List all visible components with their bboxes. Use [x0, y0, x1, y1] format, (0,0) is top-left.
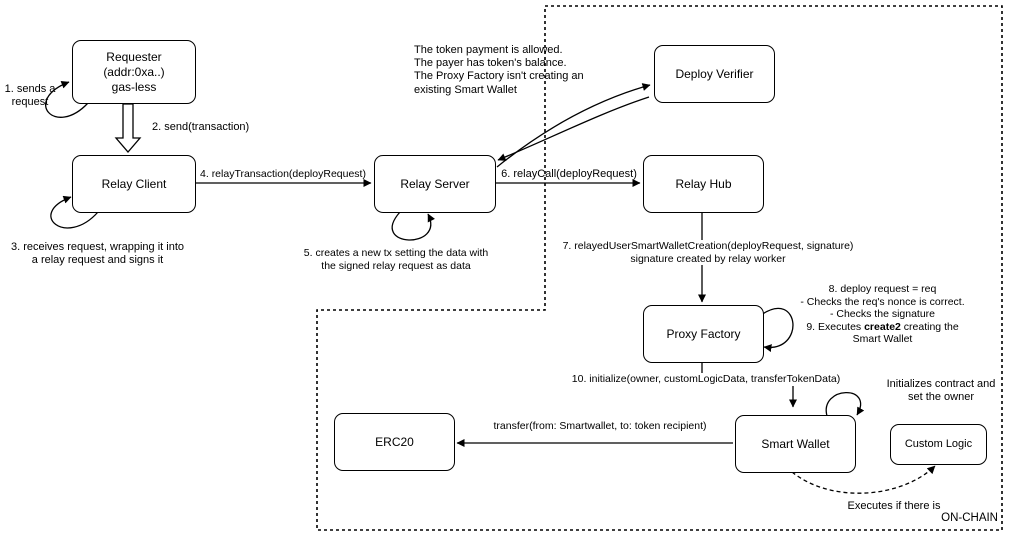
label-step4: 4. relayTransaction(deployRequest)	[200, 168, 366, 180]
proxy-factory-self-loop-arrow	[760, 307, 794, 353]
node-erc20: ERC20	[334, 413, 455, 471]
label-transfer: transfer(from: Smartwallet, to: token re…	[493, 420, 707, 432]
send-transaction-block-arrow	[114, 103, 142, 153]
label-step7: 7. relayedUserSmartWalletCreation(deploy…	[552, 240, 864, 266]
label-step8-step9: 8. deploy request = req - Checks the req…	[785, 283, 980, 346]
node-smart-wallet: Smart Wallet	[735, 415, 856, 473]
label-initializes-note: Initializes contract and set the owner	[886, 378, 996, 404]
server-to-verifier-arrow	[496, 83, 651, 168]
label-step9-prefix: 9. Executes	[806, 320, 865, 333]
relay-client-self-loop-arrow	[50, 195, 99, 229]
label-step6: 6. relayCall(deployRequest)	[501, 168, 637, 180]
node-relay-server: Relay Server	[374, 155, 496, 213]
requester-self-loop-arrow	[45, 80, 89, 118]
label-step10: 10. initialize(owner, customLogicData, t…	[560, 373, 852, 386]
smart-wallet-self-loop-arrow	[825, 391, 865, 417]
verifier-to-server-arrow	[497, 96, 650, 161]
onchain-boundary	[316, 5, 1003, 531]
node-requester: Requester (addr:0xa..) gas-less	[72, 40, 196, 104]
label-executes-note: Executes if there is	[847, 500, 941, 512]
label-step2: 2. send(transaction)	[152, 121, 250, 133]
label-step3: 3. receives request, wrapping it into a …	[10, 241, 185, 267]
label-step9-bold: create2	[864, 320, 901, 333]
executes-custom-logic-arrow	[791, 465, 936, 494]
label-step8: 8. deploy request = req - Checks the req…	[800, 283, 965, 321]
node-proxy-factory: Proxy Factory	[643, 305, 764, 363]
label-step9-suffix: creating the Smart Wallet	[852, 320, 959, 346]
relay-server-self-loop-arrow	[391, 211, 435, 241]
node-relay-client: Relay Client	[72, 155, 196, 213]
node-custom-logic: Custom Logic	[890, 424, 987, 465]
label-step1: 1. sends a request	[4, 83, 56, 109]
label-onchain: ON-CHAIN	[941, 512, 998, 524]
node-deploy-verifier: Deploy Verifier	[654, 45, 775, 103]
label-step5: 5. creates a new tx setting the data wit…	[303, 247, 489, 272]
label-verifier-note: The token payment is allowed. The payer …	[414, 44, 584, 96]
node-relay-hub: Relay Hub	[643, 155, 764, 213]
